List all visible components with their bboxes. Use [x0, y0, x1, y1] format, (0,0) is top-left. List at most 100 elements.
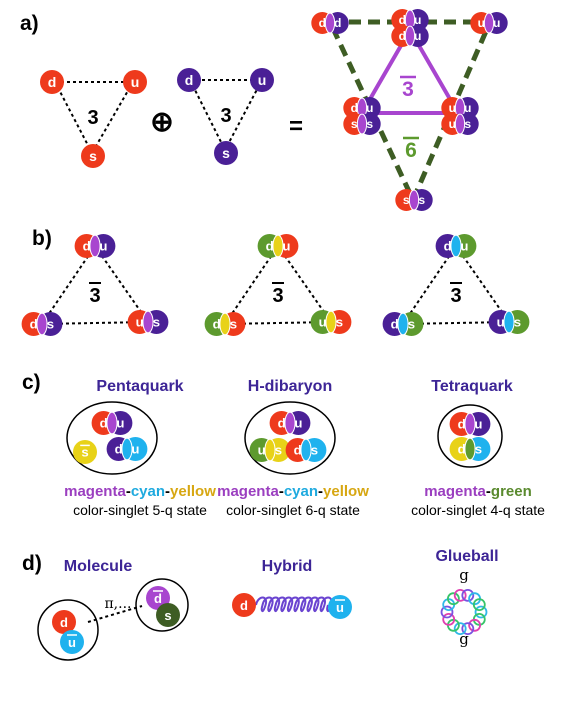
quark-label: u — [497, 315, 505, 330]
gluon-loop — [472, 598, 486, 611]
color-overlap — [284, 411, 296, 435]
color-word-magenta: magenta — [424, 483, 486, 500]
antitriplet-label: 3 — [402, 78, 414, 101]
gluon-loop — [446, 592, 460, 606]
dash: - — [486, 483, 491, 500]
quark-label: u — [116, 416, 124, 431]
quark-label: s — [475, 442, 482, 457]
quark-label: d — [458, 417, 466, 432]
sextet-label: 6 — [405, 139, 417, 162]
quark-label: s — [230, 317, 237, 332]
color-overlap — [89, 234, 101, 258]
triplet-edge — [54, 81, 93, 154]
quark-label: s — [81, 445, 88, 460]
gluon-loop — [461, 622, 475, 635]
color-overlap — [121, 437, 133, 461]
glueball: g g — [440, 566, 488, 648]
quark-label: u — [99, 239, 107, 254]
gluon-label-bottom: g — [459, 630, 469, 648]
hdibaryon-description: color-singlet 6-q state — [226, 502, 360, 518]
gluon-loop — [440, 605, 454, 619]
quark-label: s — [418, 193, 425, 207]
hybrid-title: Hybrid — [262, 558, 313, 575]
quark-u — [250, 68, 274, 92]
quark-label: d — [60, 615, 68, 630]
quark-s — [214, 141, 238, 165]
exchange-label: π,... — [104, 596, 131, 612]
quark-label: u — [258, 72, 267, 88]
quark-label: d — [391, 317, 399, 332]
quark-label: d — [83, 239, 91, 254]
quark-label: d — [294, 443, 302, 458]
quark-label: s — [164, 608, 171, 623]
molecule-title: Molecule — [64, 558, 133, 575]
quark-label: u — [449, 117, 456, 131]
quark-label: u — [131, 74, 140, 90]
color-word-magenta: magenta — [217, 483, 279, 500]
quark-label: u — [282, 239, 290, 254]
antiquark-u — [60, 630, 84, 654]
direct-sum-symbol: ⊕ — [150, 106, 173, 137]
quark-label: s — [222, 145, 230, 161]
hadron-boundary — [244, 401, 336, 475]
color-overlap — [106, 411, 118, 435]
quark-label: u — [136, 315, 144, 330]
triplet-right: d u s 3 — [177, 68, 274, 165]
color-overlap — [483, 12, 495, 34]
color-overlap — [404, 25, 416, 47]
panel-d-label: d) — [22, 552, 42, 575]
quark-label: u — [258, 443, 266, 458]
color-overlap — [464, 412, 476, 436]
gluon-spring — [255, 596, 333, 612]
quark-label: d — [399, 29, 406, 43]
quark-label: u — [414, 29, 421, 43]
equals-sign: = — [289, 113, 303, 140]
color-overlap — [272, 234, 284, 258]
gluon-loop — [442, 613, 456, 626]
hadron-boundary — [437, 404, 503, 468]
quark-label: d — [185, 72, 194, 88]
quark-label: u — [478, 16, 485, 30]
irrep-antitriplet-label: 3 — [450, 285, 461, 307]
color-word-yellow: yellow — [323, 483, 369, 500]
color-overlap — [324, 12, 336, 34]
quark-label: d — [48, 74, 57, 90]
panel-b-label: b) — [32, 227, 52, 250]
quark-label: d — [399, 13, 406, 27]
gluon-label-top: g — [459, 566, 469, 584]
quark-label: s — [366, 117, 373, 131]
color-overlap — [454, 113, 466, 135]
triangle-edge — [224, 245, 279, 325]
quark-ball — [73, 440, 97, 464]
triplet-edge — [224, 79, 263, 151]
quark-label: u — [319, 315, 327, 330]
quark-label: s — [311, 443, 318, 458]
quark-label: d — [100, 416, 108, 431]
panel-a-label: a) — [20, 12, 39, 35]
color-word-yellow: yellow — [170, 483, 216, 500]
quark-label: s — [408, 317, 415, 332]
color-overlap — [408, 189, 420, 211]
hdibaryon-colors: magenta-cyan-yellow — [217, 483, 369, 500]
color-overlap — [503, 310, 515, 334]
quark-label: u — [336, 600, 344, 615]
dash: - — [318, 483, 323, 500]
quark-label: d — [444, 239, 452, 254]
antiquark-u — [328, 595, 352, 619]
hybrid: d u — [232, 593, 352, 619]
color-overlap — [450, 234, 462, 258]
color-overlap — [36, 312, 48, 336]
irrep-antitriplet-label: 3 — [272, 285, 283, 307]
irrep-3-label: 3 — [87, 107, 98, 129]
quark-label: d — [240, 598, 248, 613]
gluon-loop — [461, 589, 475, 602]
quark-label: s — [351, 117, 358, 131]
gluon-loop — [468, 618, 482, 632]
